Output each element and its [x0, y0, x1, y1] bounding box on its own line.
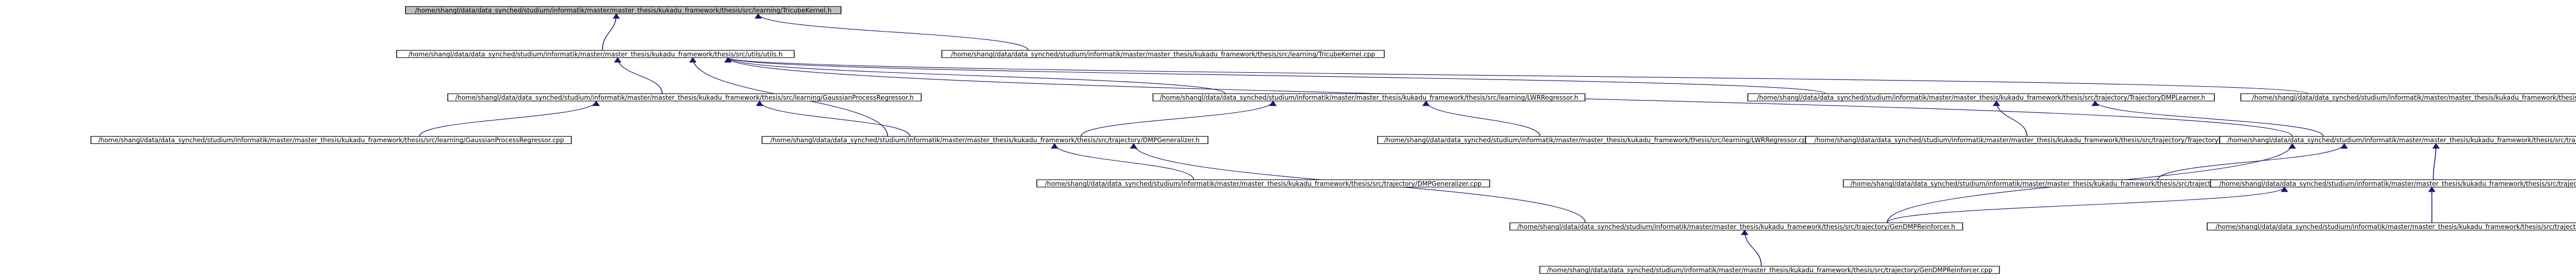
node-label: /home/shangl/data/data_synched/studium/i…: [1547, 266, 1993, 274]
node-label: /home/shangl/data/data_synched/studium/i…: [1850, 179, 2278, 187]
node-dmpexec-cpp[interactable]: /home/shangl/data/data_synched/studium/i…: [1843, 179, 2287, 187]
edge-dmpreinf-h-to-dmpexec-h: [2432, 143, 2440, 180]
node-label: /home/shangl/data/data_synched/studium/i…: [1757, 94, 2205, 102]
node-box: [90, 136, 572, 144]
node-box: [447, 93, 922, 102]
node-gendmp-cpp[interactable]: /home/shangl/data/data_synched/studium/i…: [1539, 266, 2000, 274]
node-box: [1509, 222, 1963, 231]
edge-lwr-h-to-utils-h: [724, 57, 1225, 94]
node-label: /home/shangl/data/data_synched/studium/i…: [1160, 94, 1578, 102]
node-label: /home/shangl/data/data_synched/studium/i…: [2227, 136, 2576, 144]
node-label: /home/shangl/data/data_synched/studium/i…: [2215, 223, 2576, 231]
edge-lwr-cpp-to-lwr-h: [1422, 100, 1541, 137]
node-box: [2210, 179, 2576, 188]
node-box: [2240, 93, 2576, 102]
node-dmpgen-h[interactable]: /home/shangl/data/data_synched/studium/i…: [761, 136, 1209, 144]
node-label: /home/shangl/data/data_synched/studium/i…: [2252, 94, 2576, 102]
node-utils-h[interactable]: /home/shangl/data/data_synched/studium/i…: [396, 50, 795, 58]
edge-gendmp-h-to-dmpreinf-h: [1887, 186, 2288, 223]
edge-gpr-cpp-to-gpr-h: [419, 100, 600, 137]
edge-layer: [419, 13, 2440, 267]
node-layer: /home/shangl/data/data_synched/studium/i…: [90, 6, 2576, 274]
node-box: [1152, 93, 1585, 102]
edge-gendmp-cpp-to-gendmp-h: [1741, 229, 1762, 267]
node-box: [2219, 136, 2576, 144]
node-dmpreinf-cpp[interactable]: /home/shangl/data/data_synched/studium/i…: [2206, 222, 2576, 231]
edge-tdmpl-h-to-utils-h: [724, 57, 1826, 94]
node-label: /home/shangl/data/data_synched/studium/i…: [1518, 223, 1956, 231]
node-label: /home/shangl/data/data_synched/studium/i…: [1814, 136, 2270, 144]
node-tricube-cpp[interactable]: /home/shangl/data/data_synched/studium/i…: [941, 50, 1385, 58]
node-lwr-h[interactable]: /home/shangl/data/data_synched/studium/i…: [1152, 93, 1585, 102]
node-box: [1747, 93, 2215, 102]
node-label: /home/shangl/data/data_synched/studium/i…: [455, 94, 914, 102]
node-box: [1036, 179, 1490, 188]
edge-dmpexec-h-to-tdmpl-h: [2091, 100, 2324, 137]
node-gpr-cpp[interactable]: /home/shangl/data/data_synched/studium/i…: [90, 136, 572, 144]
node-box: [2206, 222, 2576, 231]
node-label: /home/shangl/data/data_synched/studium/i…: [98, 136, 564, 144]
node-gpr-h[interactable]: /home/shangl/data/data_synched/studium/i…: [447, 93, 922, 102]
node-gendmp-h[interactable]: /home/shangl/data/data_synched/studium/i…: [1509, 222, 1963, 231]
node-label: /home/shangl/data/data_synched/studium/i…: [951, 50, 1375, 58]
edge-utils-h-to-tricube-h: [602, 13, 620, 51]
node-box: [761, 136, 1209, 144]
node-box: [396, 50, 795, 58]
edge-utils-cpp-to-utils-h: [725, 57, 2309, 94]
node-box: [941, 50, 1385, 58]
edge-gpr-h-to-utils-h: [614, 57, 663, 94]
edge-tricube-cpp-to-tricube-h: [754, 13, 1029, 51]
node-utils-cpp[interactable]: /home/shangl/data/data_synched/studium/i…: [2240, 93, 2576, 102]
node-label: /home/shangl/data/data_synched/studium/i…: [1384, 136, 1810, 144]
edge-dmpgen-h-to-lwr-h: [1080, 100, 1277, 137]
node-label: /home/shangl/data/data_synched/studium/i…: [415, 6, 832, 14]
edge-dmpgen-h-to-gpr-h: [756, 100, 910, 137]
edge-dmpexec-cpp-to-dmpexec-h: [2157, 143, 2348, 180]
node-dmpgen-cpp[interactable]: /home/shangl/data/data_synched/studium/i…: [1036, 179, 1490, 188]
node-label: /home/shangl/data/data_synched/studium/i…: [408, 50, 783, 58]
node-dmpreinf-h[interactable]: /home/shangl/data/data_synched/studium/i…: [2210, 179, 2576, 188]
node-label: /home/shangl/data/data_synched/studium/i…: [1045, 179, 1482, 187]
node-tricube-h[interactable]: /home/shangl/data/data_synched/studium/i…: [405, 6, 841, 14]
node-tdmpl-h[interactable]: /home/shangl/data/data_synched/studium/i…: [1747, 93, 2215, 102]
node-label: /home/shangl/data/data_synched/studium/i…: [770, 136, 1199, 144]
node-dmpexec-h[interactable]: /home/shangl/data/data_synched/studium/i…: [2219, 136, 2576, 144]
node-lwr-cpp[interactable]: /home/shangl/data/data_synched/studium/i…: [1377, 136, 1818, 144]
node-box: [1539, 266, 2000, 274]
node-box: [405, 6, 841, 14]
node-tdmpl-cpp[interactable]: /home/shangl/data/data_synched/studium/i…: [1805, 136, 2280, 144]
edge-dmpgen-cpp-to-dmpgen-h: [1051, 143, 1194, 180]
node-label: /home/shangl/data/data_synched/studium/i…: [2219, 179, 2576, 187]
edge-tdmpl-cpp-to-tdmpl-h: [1992, 100, 2028, 137]
